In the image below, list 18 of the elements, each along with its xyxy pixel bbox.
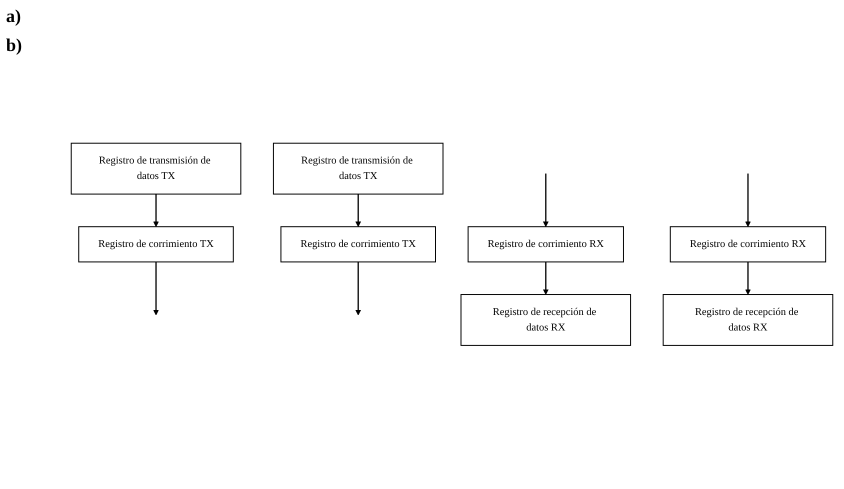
arrow xyxy=(355,194,362,228)
panel-label: a) xyxy=(6,6,22,27)
node-box: Registro de corrimiento TX xyxy=(280,226,436,263)
node-box: Registro de recepción de datos RX xyxy=(662,294,834,346)
node-box: Registro de transmisión de datos TX xyxy=(272,142,444,195)
arrow xyxy=(745,174,751,228)
arrow xyxy=(153,194,159,228)
arrow xyxy=(153,262,159,316)
arrow xyxy=(355,262,362,316)
node-box: Registro de transmisión de datos TX xyxy=(70,142,242,195)
node-box: Registro de corrimiento TX xyxy=(78,226,234,263)
arrow xyxy=(542,174,549,228)
arrow xyxy=(745,262,751,295)
panel-label: b) xyxy=(6,35,24,56)
node-box: Registro de corrimiento RX xyxy=(468,226,624,263)
node-box: Registro de corrimiento RX xyxy=(670,226,826,263)
arrow xyxy=(542,262,549,295)
node-box: Registro de recepción de datos RX xyxy=(460,294,632,346)
